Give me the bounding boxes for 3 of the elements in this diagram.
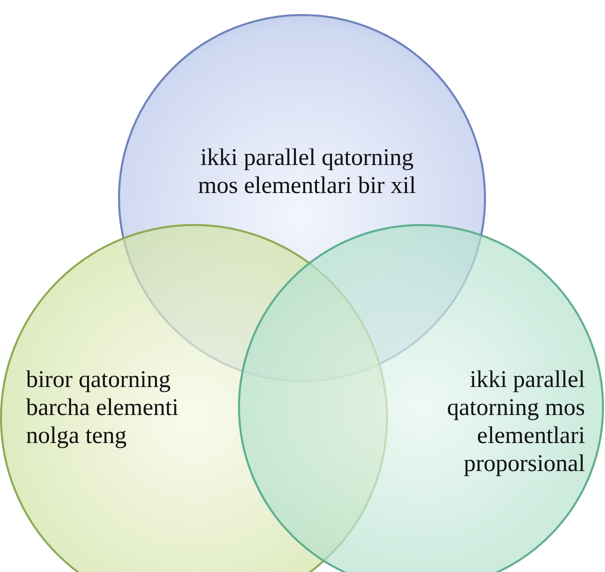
circle-label: ikki parallel qatorning mos elementlari proporsional xyxy=(446,366,585,478)
circle-label: biror qatorning barcha elementi nolga teng xyxy=(26,366,180,450)
circle-label: ikki parallel qatorning mos elementlari bir xil xyxy=(197,144,417,200)
